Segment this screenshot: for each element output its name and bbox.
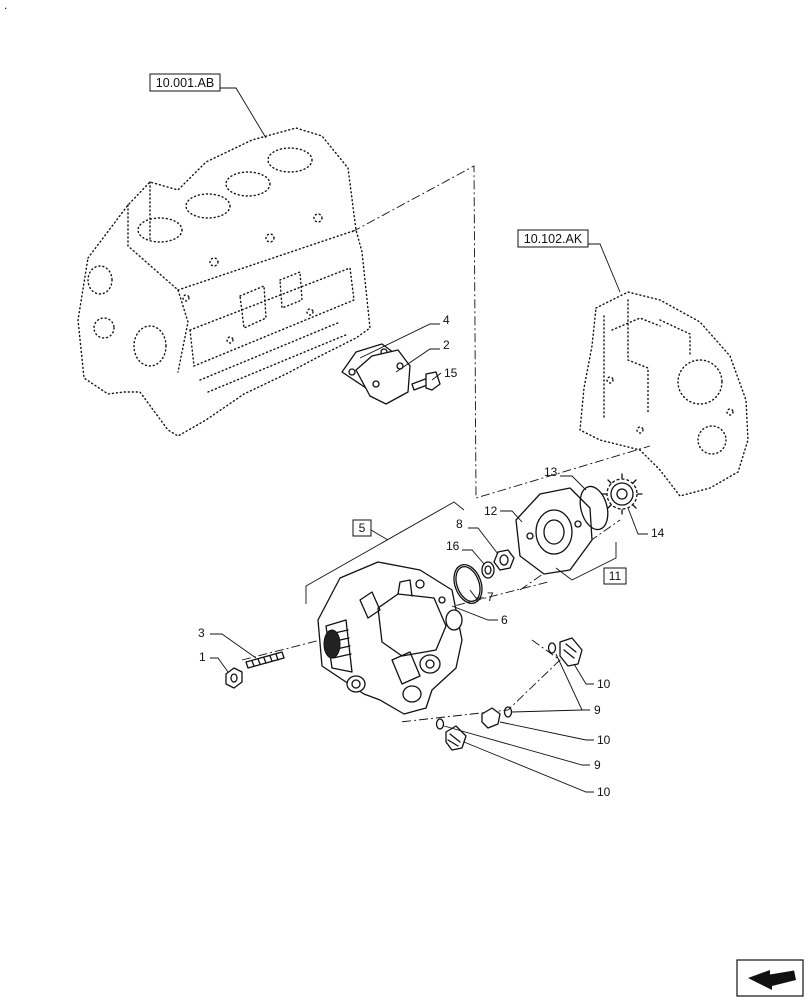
cover-plate (355, 349, 411, 405)
callout-3: 3 (198, 626, 205, 640)
callout-15: 15 (444, 366, 458, 380)
group-brackets (305, 501, 617, 604)
callout-14: 14 (651, 526, 665, 540)
reference-label-10-102-ak: 10.102.AK (524, 232, 583, 246)
callout-2: 2 (443, 338, 450, 352)
gear-14 (601, 473, 643, 515)
callout-13: 13 (544, 465, 558, 479)
callout-9b: 9 (594, 758, 601, 772)
arrow-back-icon[interactable] (736, 959, 804, 997)
nut-1 (225, 667, 243, 689)
callout-12: 12 (484, 504, 498, 518)
fuel-pump-illustration (317, 561, 463, 715)
o-ring-13 (579, 485, 609, 531)
drive-flange (515, 487, 593, 575)
callout-10b: 10 (597, 733, 611, 747)
callout-5: 5 (359, 521, 366, 535)
callout-7: 7 (487, 590, 494, 604)
reference-label-10-001-ab: 10.001.AB (156, 76, 214, 90)
fitting-10b (481, 707, 501, 729)
fittings (435, 637, 583, 751)
callout-11: 11 (609, 569, 622, 583)
corner-mark: . (4, 0, 7, 12)
callout-6: 6 (501, 613, 508, 627)
callout-10c: 10 (597, 785, 611, 799)
washer-16 (481, 561, 495, 579)
nut-8 (493, 549, 515, 571)
drive-assembly (515, 473, 643, 575)
callout-9a: 9 (594, 703, 601, 717)
callouts: 4 2 15 13 12 14 11 5 8 16 7 6 (198, 313, 665, 799)
callout-16: 16 (446, 539, 460, 553)
reference-10-001-ab[interactable]: 10.001.AB (149, 73, 267, 139)
seal-ring-9c (435, 718, 445, 730)
stud-and-nut (225, 651, 285, 689)
callout-8: 8 (456, 517, 463, 531)
seal-ring-9a (547, 642, 557, 654)
callout-1: 1 (199, 650, 206, 664)
banjo-fitting-10a (559, 637, 583, 667)
o-ring-7 (453, 564, 483, 604)
engine-block-illustration (77, 127, 371, 437)
front-cover-illustration (579, 291, 749, 497)
reference-10-102-ak[interactable]: 10.102.AK (517, 229, 621, 293)
callout-4: 4 (443, 313, 450, 327)
seal-ring-9b (503, 706, 513, 718)
cover-plate-assembly (341, 343, 441, 405)
callout-10a: 10 (597, 677, 611, 691)
pump-seals (453, 549, 515, 604)
